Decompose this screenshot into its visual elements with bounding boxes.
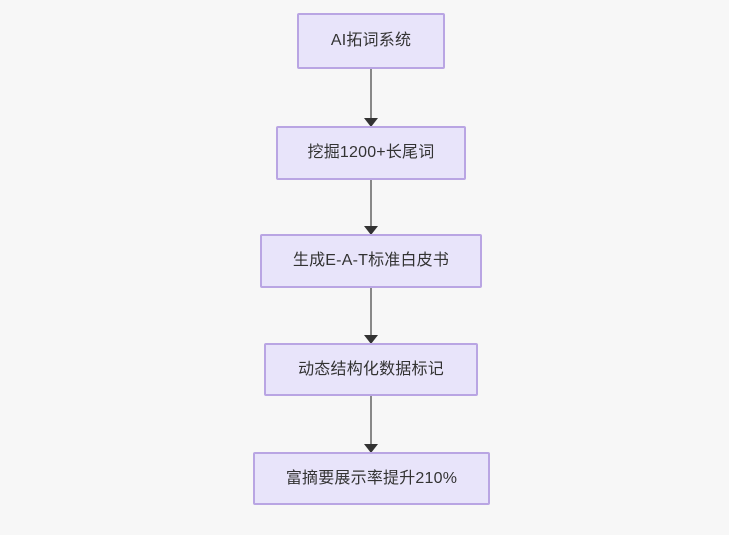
flowchart-node-4-label: 动态结构化数据标记 [298,360,444,378]
flowchart-node-5-label: 富摘要展示率提升210% [285,469,458,487]
flowchart-node-3-label: 生成E-A-T标准白皮书 [292,252,450,270]
flowchart-node-2-label: 挖掘1200+长尾词 [307,144,435,162]
flowchart-node-5[interactable]: 富摘要展示率提升210% [253,452,490,505]
edge-node1-to-node2 [364,69,378,127]
edge-node4-to-node5 [364,396,378,453]
flowchart-node-2[interactable]: 挖掘1200+长尾词 [276,126,466,180]
edge-node3-to-node4 [364,288,378,344]
flowchart-node-3[interactable]: 生成E-A-T标准白皮书 [260,234,482,288]
flowchart-node-4[interactable]: 动态结构化数据标记 [264,343,478,396]
flowchart-node-1-label: AI拓词系统 [330,32,412,50]
flowchart-node-1[interactable]: AI拓词系统 [297,13,445,69]
edge-node2-to-node3 [364,180,378,235]
